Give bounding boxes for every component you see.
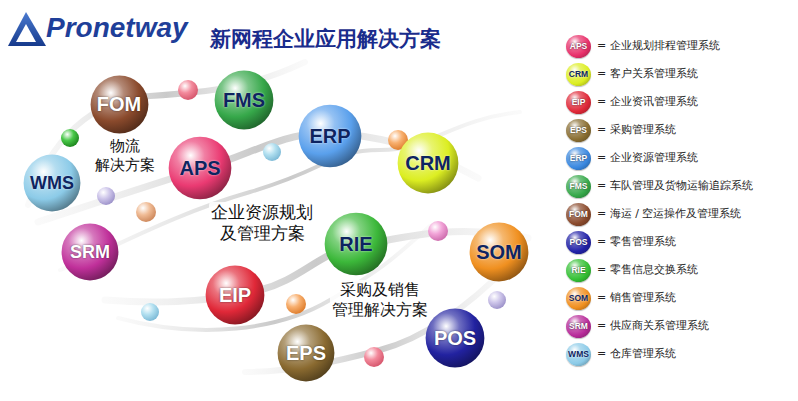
legend-code: SRM [569,322,588,331]
sphere-circle [24,155,81,212]
legend-text: = 海运 / 空运操作及管理系统 [597,207,741,220]
logo-triangle-cut [16,24,36,42]
system-code: SOM [476,242,522,262]
legend-text: = 供应商关系管理系统 [597,319,709,332]
legend-text: = 企业资讯管理系统 [597,95,698,108]
system-code: EIP [219,285,251,305]
sphere-circle [215,71,274,130]
solution-group-label: 企业资源规划 及管理方案 [209,202,315,245]
legend-code: RIE [571,266,585,275]
dot [97,187,115,205]
legend-text: = 企业规划排程管理系统 [597,39,720,52]
legend-swatch: FOM [566,203,591,226]
system-sphere: SRM [61,223,119,281]
sphere-circle [426,309,485,368]
legend-swatch: WMS [566,343,591,366]
legend-code: POS [570,238,588,247]
solution-group-label: 物流 解决方案 [93,137,157,175]
dot [61,129,79,147]
ribbon [105,232,528,302]
sphere-circle [299,105,362,168]
legend-code: EPS [570,126,587,135]
legend-code: APS [570,42,587,51]
logo-triangle [8,12,46,46]
legend-swatch: EPS [566,119,591,142]
ribbon [60,112,520,270]
legend-text: = 企业资源管理系统 [597,151,698,164]
system-sphere: EIP [205,265,265,325]
sphere-circle [278,325,335,382]
legend-swatch: EIP [566,91,591,114]
sphere-circle [325,213,388,276]
system-code: EPS [286,343,326,363]
sphere-circle [62,224,119,281]
legend-code: ERP [570,154,587,163]
dot [428,221,448,241]
system-sphere: WMS [23,154,81,212]
legend-swatch: FMS [566,175,591,198]
legend-swatch: CRM [566,63,591,86]
system-sphere: CRM [397,132,459,194]
legend-swatch: SRM [566,315,591,338]
legend-code: FOM [569,210,588,219]
sphere-circle [206,266,265,325]
system-code: POS [434,328,476,348]
system-sphere: POS [425,308,485,368]
sphere-circle [398,133,459,194]
decorative-dots [8,12,506,367]
solution-group-label: 采购及销售 管理解决方案 [330,280,430,320]
sphere-circle [90,75,148,133]
ribbons [28,62,528,372]
diagram-title: 新网程企业应用解决方案 [210,25,441,53]
legend-code: EIP [572,98,586,107]
system-code: RIE [339,234,372,254]
sphere-circle [169,137,232,200]
legend-code: FMS [570,182,588,191]
dot [286,294,306,314]
legend-swatch: POS [566,231,591,254]
system-sphere: FOM [90,75,149,134]
legend-text: = 销售管理系统 [597,291,676,304]
legend-text: = 车队管理及货物运输追踪系统 [597,179,753,192]
system-sphere: ERP [298,104,362,168]
system-code: APS [179,158,220,178]
system-sphere: SOM [469,222,529,282]
dot [178,80,198,100]
dot [488,291,506,309]
legend-text: = 零售信息交换系统 [597,263,698,276]
system-code: CRM [405,153,451,173]
system-code: SRM [70,243,110,261]
legend-text: = 采购管理系统 [597,123,676,136]
dot [141,303,159,321]
system-sphere: APS [168,136,232,200]
legend-swatch: ERP [566,147,591,170]
legend-swatch: RIE [566,259,591,282]
logo-text: Pronetway [46,13,188,44]
legend-code: CRM [569,70,588,79]
system-sphere: FMS [214,70,274,130]
system-code: WMS [30,174,74,192]
legend-text: = 零售管理系统 [597,235,676,248]
legend-code: WMS [568,350,589,359]
system-code: ERP [309,126,350,146]
legend-code: SOM [569,294,588,303]
system-sphere: RIE [324,212,388,276]
sphere-circle [470,223,529,282]
legend-swatch: APS [566,35,591,58]
dot [364,347,384,367]
dot [263,143,281,161]
legend-text: = 仓库管理系统 [597,347,676,360]
legend-text: = 客户关系管理系统 [597,67,698,80]
legend-swatch: SOM [566,287,591,310]
system-sphere: EPS [277,324,335,382]
dot [136,202,156,222]
system-code: FMS [223,90,265,110]
system-code: FOM [97,94,141,114]
